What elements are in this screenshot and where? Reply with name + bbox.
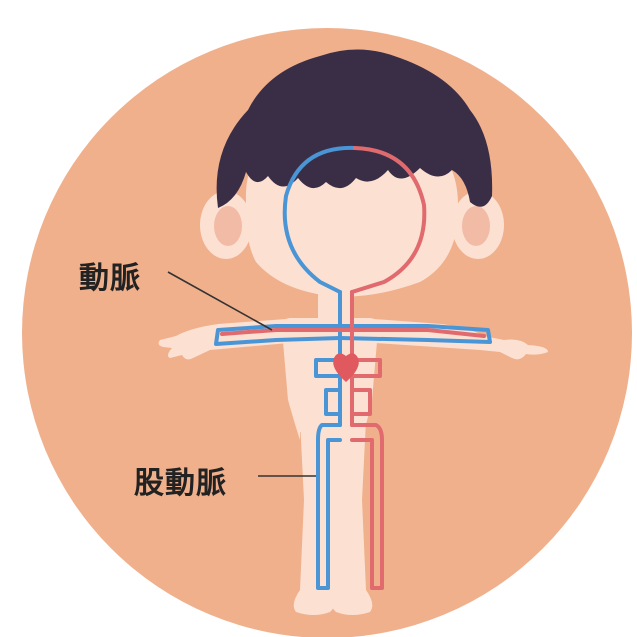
- artery-label: 動脈: [79, 253, 141, 297]
- femoral-artery-label: 股動脈: [134, 458, 227, 502]
